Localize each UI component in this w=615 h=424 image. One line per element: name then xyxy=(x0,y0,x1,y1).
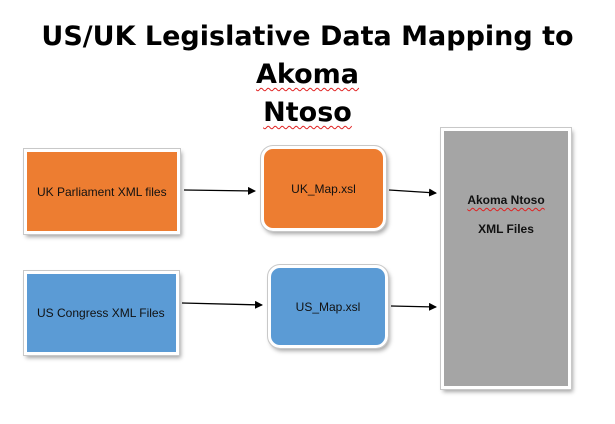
title-term-akoma: Akoma xyxy=(255,59,360,90)
uk-parliament-xml-label: UK Parliament XML files xyxy=(37,184,167,199)
us-map-xsl-label: US_Map.xsl xyxy=(295,299,361,314)
akoma-ntoso-xml-box: Akoma Ntoso XML Files xyxy=(440,127,572,390)
title-term-ntoso: Ntoso xyxy=(263,97,352,128)
uk-map-xsl-box: UK_Map.xsl xyxy=(260,145,387,232)
us-map-xsl-box: US_Map.xsl xyxy=(267,264,389,349)
arrow-uk-map-to-target xyxy=(388,188,437,197)
uk-parliament-xml-box: UK Parliament XML files xyxy=(23,148,181,235)
akoma-ntoso-label: Akoma Ntoso xyxy=(467,193,545,207)
us-congress-xml-label: US Congress XML Files xyxy=(37,306,165,320)
arrow-uk-source-to-uk-map xyxy=(183,186,256,195)
slide-title: US/UK Legislative Data Mapping to Akoma … xyxy=(0,18,615,132)
arrow-us-source-to-us-map xyxy=(181,300,263,309)
xml-files-label: XML Files xyxy=(478,222,534,236)
title-line-2: Ntoso xyxy=(0,94,615,132)
arrow-us-map-to-target xyxy=(390,302,437,311)
uk-map-xsl-label: UK_Map.xsl xyxy=(291,181,356,196)
us-congress-xml-box: US Congress XML Files xyxy=(23,270,180,356)
title-line-1: US/UK Legislative Data Mapping to Akoma xyxy=(41,21,574,90)
